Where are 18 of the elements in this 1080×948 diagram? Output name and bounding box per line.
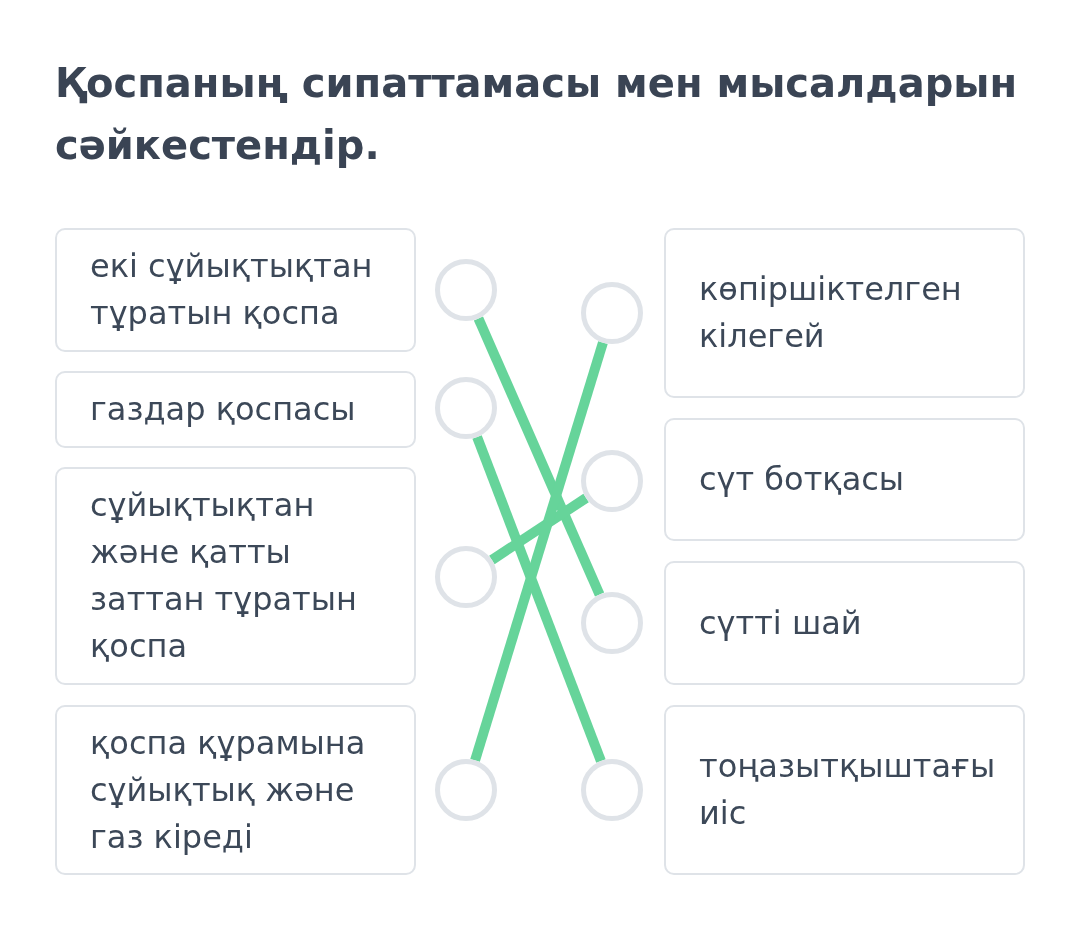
answer-card bbox=[55, 371, 416, 448]
answer-card bbox=[664, 418, 1025, 541]
answer-card bbox=[55, 705, 416, 875]
answer-text: көпіршіктелген кілегей bbox=[699, 269, 963, 357]
answer-card bbox=[664, 228, 1025, 398]
match-line bbox=[489, 493, 589, 565]
answer-text: сүтті шай bbox=[699, 602, 863, 644]
answer-text: газдар қоспасы bbox=[90, 389, 357, 430]
answer-text: екі сұйықтықтан тұратын қоспа bbox=[90, 246, 374, 334]
answer-card bbox=[664, 705, 1025, 875]
question-title: Қоспаның сипаттамасы мен мысалдарын сәйкестендір. bbox=[55, 59, 1019, 170]
answer-card bbox=[664, 561, 1025, 685]
answer-text: тоңазытқыштағы иіс bbox=[699, 746, 997, 834]
answer-card bbox=[55, 467, 416, 685]
answer-text: сүт ботқасы bbox=[699, 459, 906, 500]
answer-text: сұйықтықтан және қатты заттан тұратын қоспа bbox=[90, 485, 358, 667]
answer-card bbox=[55, 228, 416, 352]
answer-text: қоспа құрамына сұйықтық және газ кіреді bbox=[90, 722, 367, 858]
